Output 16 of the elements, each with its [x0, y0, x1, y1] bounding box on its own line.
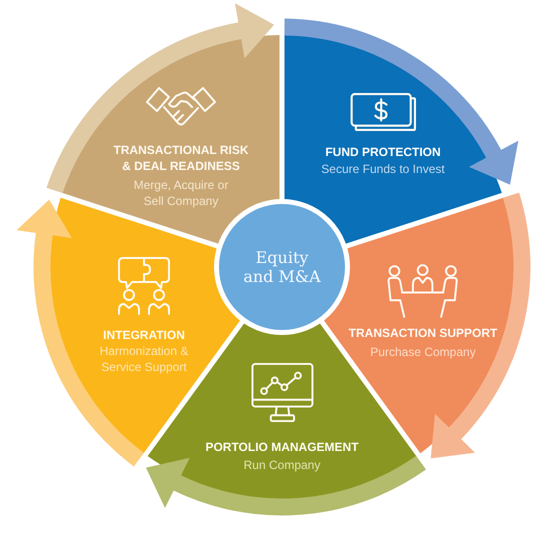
stage-description: Run Company [244, 457, 320, 473]
hub-label: Equity and M&A [242, 248, 322, 286]
stage-description: Purchase Company [370, 344, 476, 360]
stage-title: PORTOLIO MANAGEMENT [205, 439, 359, 455]
stage-description: Merge, Acquire or Sell Company [132, 177, 230, 209]
cycle-arrow [145, 455, 426, 516]
stage-description: Harmonization & Service Support [98, 343, 190, 375]
cycle-arrow [432, 193, 530, 460]
stage-title: INTEGRATION [103, 327, 185, 343]
stage-title: TRANSACTION SUPPORT [348, 325, 498, 341]
cycle-arrow [46, 4, 274, 194]
stage-title: FUND PROTECTION [325, 144, 441, 160]
stage-title: TRANSACTIONAL RISK & DEAL READINESS [112, 142, 250, 174]
stage-description: Secure Funds to Invest [321, 161, 445, 177]
cycle-arrow [284, 18, 518, 184]
cycle-arrow [16, 199, 144, 466]
